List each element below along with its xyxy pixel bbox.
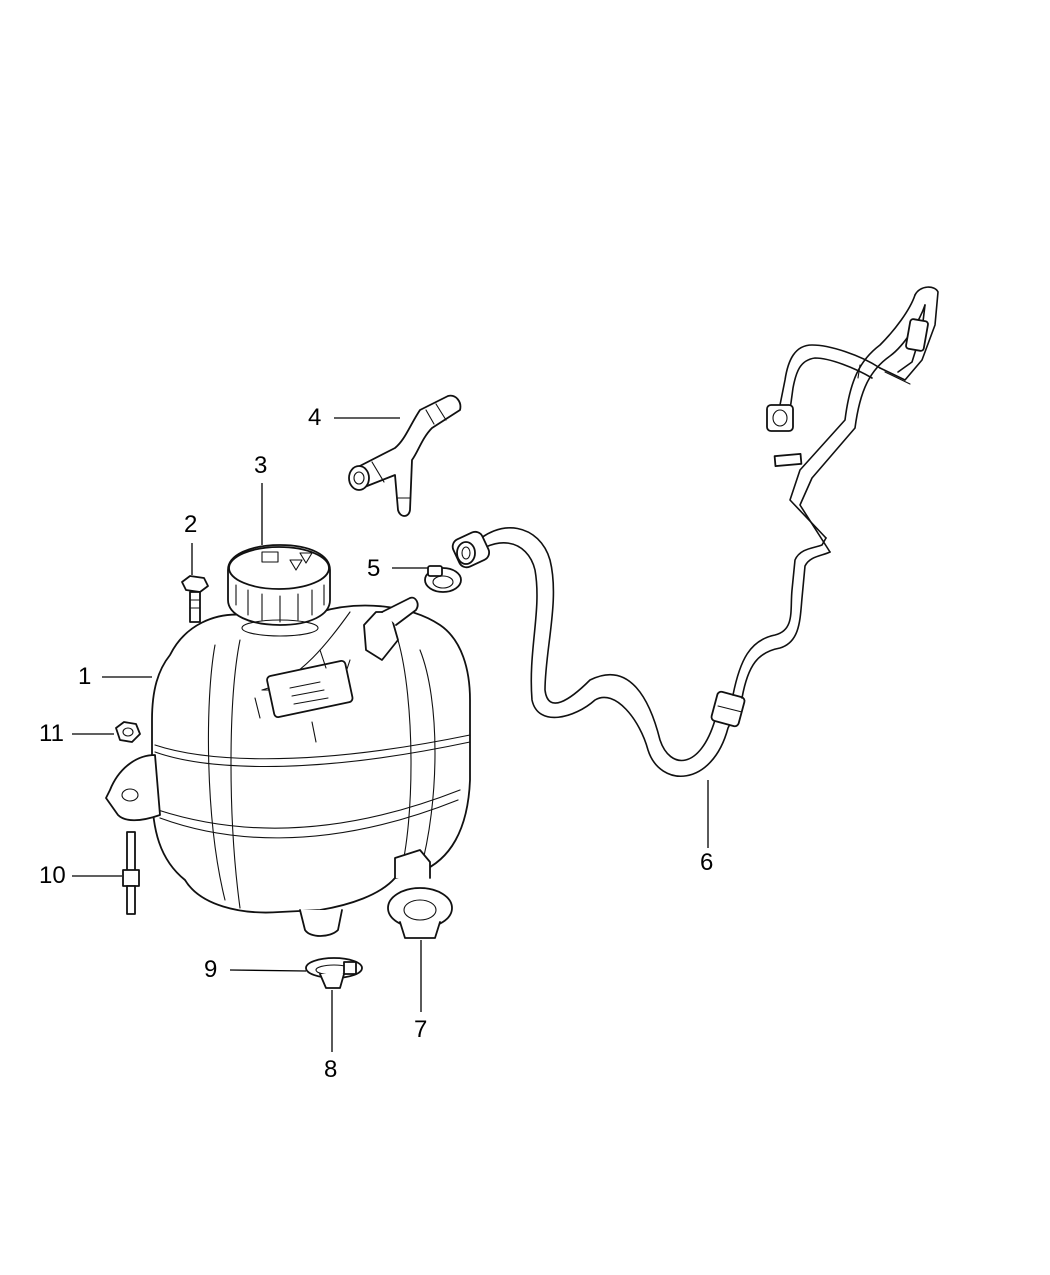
leader-line-9 — [229, 969, 307, 972]
leader-lines — [72, 417, 709, 1052]
stud-part-10 — [122, 831, 140, 915]
callout-1: 1 — [78, 663, 92, 690]
callout-4: 4 — [308, 404, 322, 431]
hose-fitting-part-4 — [348, 394, 462, 517]
hose-clamp-part-5 — [424, 565, 462, 593]
bolt-part-2 — [181, 575, 209, 623]
callout-8: 8 — [324, 1056, 338, 1083]
callout-6: 6 — [700, 849, 714, 876]
coolant-reservoir-part-1 — [105, 596, 471, 937]
callout-10: 10 — [39, 862, 66, 889]
grommet-part-7 — [387, 887, 453, 939]
callout-11: 11 — [39, 720, 64, 747]
clamp-part-9 — [305, 957, 363, 989]
callout-7: 7 — [414, 1016, 428, 1043]
callout-9: 9 — [204, 956, 218, 983]
callout-5: 5 — [367, 555, 381, 582]
coolant-hose-part-6 — [451, 286, 939, 777]
pressure-cap-part-3 — [227, 544, 331, 637]
callout-3: 3 — [254, 452, 268, 479]
callout-2: 2 — [184, 511, 198, 538]
nut-part-11 — [115, 721, 141, 743]
